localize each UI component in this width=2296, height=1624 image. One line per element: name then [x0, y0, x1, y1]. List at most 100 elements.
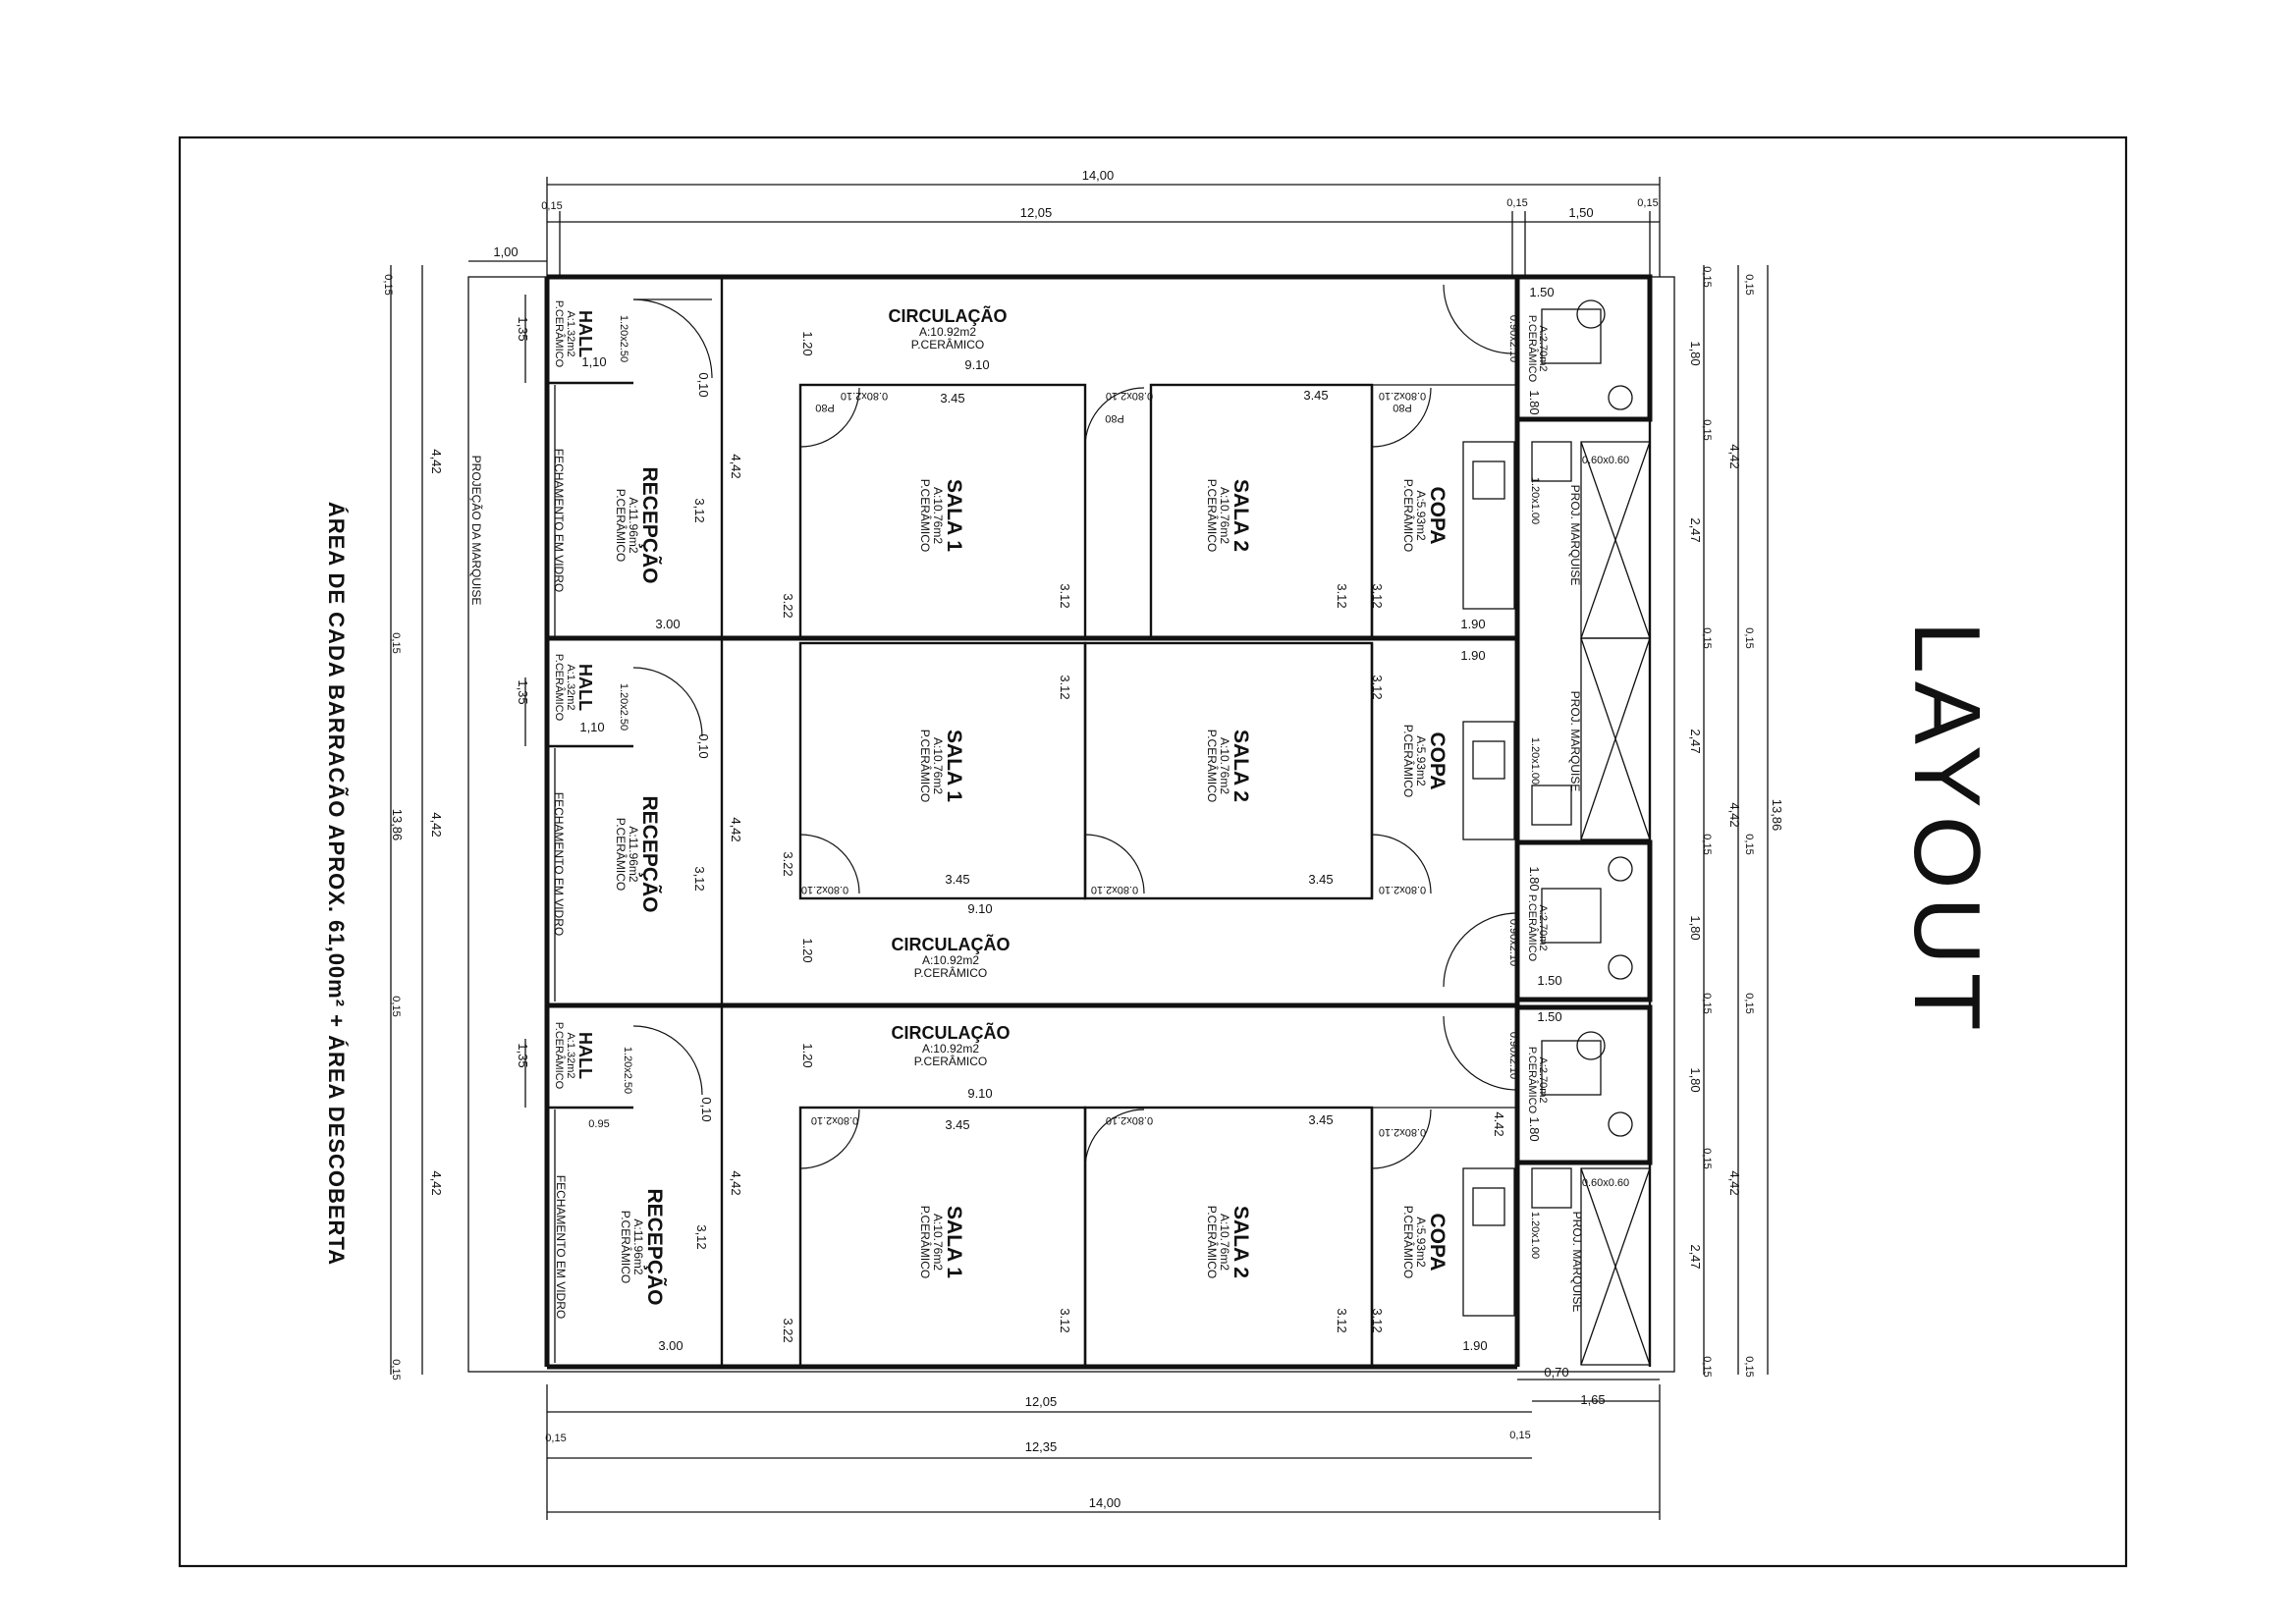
- window-2: 1.20x1.00: [1529, 737, 1541, 785]
- dim-left-135c: 1,35: [516, 1043, 530, 1067]
- dim-left-015d: 0,15: [390, 1359, 402, 1380]
- hall-door-1: 1.20x2.50: [618, 315, 629, 362]
- wc-door-1: 0.90x2.10: [1507, 315, 1519, 362]
- unit-3: [547, 1005, 1651, 1369]
- dim-312-2d: 3,12: [692, 866, 707, 891]
- sala1-1-floor: P.CERÂMICO: [918, 479, 933, 552]
- sala1-3-name: SALA 1: [943, 1206, 965, 1278]
- circulacao-2-name: CIRCULAÇÃO: [892, 934, 1011, 954]
- hall-3-name: HALL: [575, 1032, 595, 1079]
- dim-180-1: 1.80: [1527, 390, 1542, 414]
- recepcao-2-area: A:11.96m2: [627, 826, 640, 882]
- dim-345-1b: 3.45: [1303, 388, 1328, 403]
- hall-3-floor: P.CERÂMICO: [553, 1022, 566, 1090]
- sala1-2-name: SALA 1: [943, 730, 965, 802]
- copa-3-name: COPA: [1426, 1213, 1449, 1271]
- circulacao-2-floor: P.CERÂMICO: [914, 965, 987, 980]
- hall-1-name: HALL: [575, 310, 595, 357]
- recepcao-3-name: RECEPÇÃO: [643, 1188, 666, 1305]
- door-size-3: 0.80x2.10: [1379, 390, 1426, 402]
- sala2-1-area: A:10.76m2: [1218, 487, 1231, 544]
- dim-r-442a: 4,42: [1727, 444, 1742, 468]
- copa-1-name: COPA: [1426, 486, 1449, 544]
- left-dimensions: 0,15 4,42 0,15 13,86 4,42 0,15 4,42 0,15…: [382, 265, 530, 1380]
- dim-442-3b: 4.42: [1492, 1111, 1506, 1136]
- labels-unit-2: CIRCULAÇÃO A:10.92m2 P.CERÂMICO SALA 1 A…: [552, 654, 1582, 980]
- circulacao-1-floor: P.CERÂMICO: [911, 337, 984, 352]
- dim-910-3: 9.10: [967, 1086, 992, 1101]
- small-window-3: 0.60x0.60: [1582, 1177, 1629, 1189]
- dim-345-2a: 3.45: [945, 872, 969, 887]
- dim-top-total: 14,00: [1082, 168, 1115, 183]
- dim-r-247b: 2,47: [1688, 729, 1703, 753]
- recepcao-3-floor: P.CERÂMICO: [619, 1211, 633, 1283]
- recepcao-2-floor: P.CERÂMICO: [614, 818, 629, 891]
- circulacao-3-area: A:10.92m2: [922, 1042, 979, 1056]
- dim-442-1: 4,42: [729, 454, 743, 478]
- dim-150-1: 1.50: [1529, 285, 1554, 299]
- dim-r-015c2: 0,15: [1743, 627, 1755, 648]
- window-1: 1.20x1.00: [1529, 477, 1541, 524]
- outer-walls: [544, 274, 1653, 1370]
- dim-150-3: 1.50: [1537, 1009, 1561, 1024]
- dim-910-1: 9.10: [964, 357, 989, 372]
- dim-312-1c: 3.12: [1370, 583, 1385, 608]
- hall-1-floor: P.CERÂMICO: [553, 300, 566, 368]
- copa-1-floor: P.CERÂMICO: [1401, 479, 1416, 552]
- top-dimensions: 14,00 12,05 0,15 0,15 1,50 0,15 1,00: [468, 168, 1661, 277]
- dim-180-3: 1.80: [1527, 1116, 1542, 1141]
- dim-190-3: 1.90: [1462, 1338, 1487, 1353]
- recepcao-1-name: RECEPÇÃO: [638, 466, 661, 583]
- dim-345-1a: 3.45: [940, 391, 964, 406]
- dim-r-442c: 4,42: [1727, 1170, 1742, 1195]
- dim-322-1: 3.22: [781, 593, 795, 618]
- dim-345-3a: 3.45: [945, 1117, 969, 1132]
- dim-r-442b: 4,42: [1727, 802, 1742, 827]
- dim-r-015c: 0,15: [1701, 627, 1713, 648]
- dim-top-150: 1,50: [1568, 205, 1593, 220]
- dim-120-2: 1.20: [800, 938, 815, 962]
- copa-2-floor: P.CERÂMICO: [1401, 725, 1416, 797]
- sala1-2-area: A:10.76m2: [931, 737, 945, 794]
- door-tag-2: P80: [1105, 412, 1124, 424]
- dim-120-1: 1.20: [800, 331, 815, 355]
- dim-left-015c: 0,15: [390, 996, 402, 1016]
- small-window-1: 0.60x0.60: [1582, 455, 1629, 466]
- dim-left-135b: 1,35: [516, 679, 530, 704]
- wc-3-area: A:2.70m2: [1537, 1056, 1549, 1103]
- dim-322-2: 3.22: [781, 851, 795, 876]
- unit-1: [547, 277, 1651, 640]
- dim-r-015b: 0,15: [1701, 419, 1713, 440]
- bottom-dimensions: 12,05 0,70 1,65 12,35 0,15 0,15 14,00: [545, 1365, 1661, 1520]
- copa-3-area: A:5.93m2: [1414, 1217, 1428, 1268]
- door-size-4: 0.80x2.10: [801, 884, 848, 895]
- dim-190-1: 1.90: [1460, 617, 1485, 631]
- circulacao-3-name: CIRCULAÇÃO: [892, 1022, 1011, 1043]
- dim-top-015c: 0,15: [1637, 197, 1658, 209]
- wc-2-floor: P.CERÂMICO: [1526, 894, 1539, 962]
- hall-2-name: HALL: [575, 664, 595, 711]
- sala2-1-name: SALA 2: [1230, 479, 1252, 552]
- sala1-1-area: A:10.76m2: [931, 487, 945, 544]
- dim-top-main: 12,05: [1020, 205, 1053, 220]
- hall-door-2: 1.20x2.50: [618, 683, 629, 731]
- circulacao-1-area: A:10.92m2: [919, 325, 976, 339]
- dim-bot-015b: 0,15: [1509, 1430, 1530, 1441]
- dim-r-015a2: 0,15: [1743, 274, 1755, 295]
- layout-title: LAYOUT: [1894, 622, 1999, 1039]
- door-size-6: 0.80x2.10: [1379, 884, 1426, 895]
- dim-312-3b: 3.12: [1335, 1308, 1349, 1332]
- copa-2-name: COPA: [1426, 731, 1449, 789]
- dim-120-3: 1.20: [800, 1043, 815, 1067]
- hall-2-floor: P.CERÂMICO: [553, 654, 566, 722]
- wc-2-area: A:2.70m2: [1537, 904, 1549, 950]
- dim-r-1386: 13,86: [1770, 799, 1784, 832]
- glass-3: FECHAMENTO EM VIDRO: [554, 1175, 568, 1319]
- dim-r-015g: 0,15: [1701, 1356, 1713, 1377]
- wc-1-area: A:2.70m2: [1537, 325, 1549, 371]
- dim-150-2: 1.50: [1537, 973, 1561, 988]
- recepcao-1-area: A:11.96m2: [627, 497, 640, 553]
- sala2-2-floor: P.CERÂMICO: [1205, 730, 1220, 802]
- copa-3-floor: P.CERÂMICO: [1401, 1206, 1416, 1278]
